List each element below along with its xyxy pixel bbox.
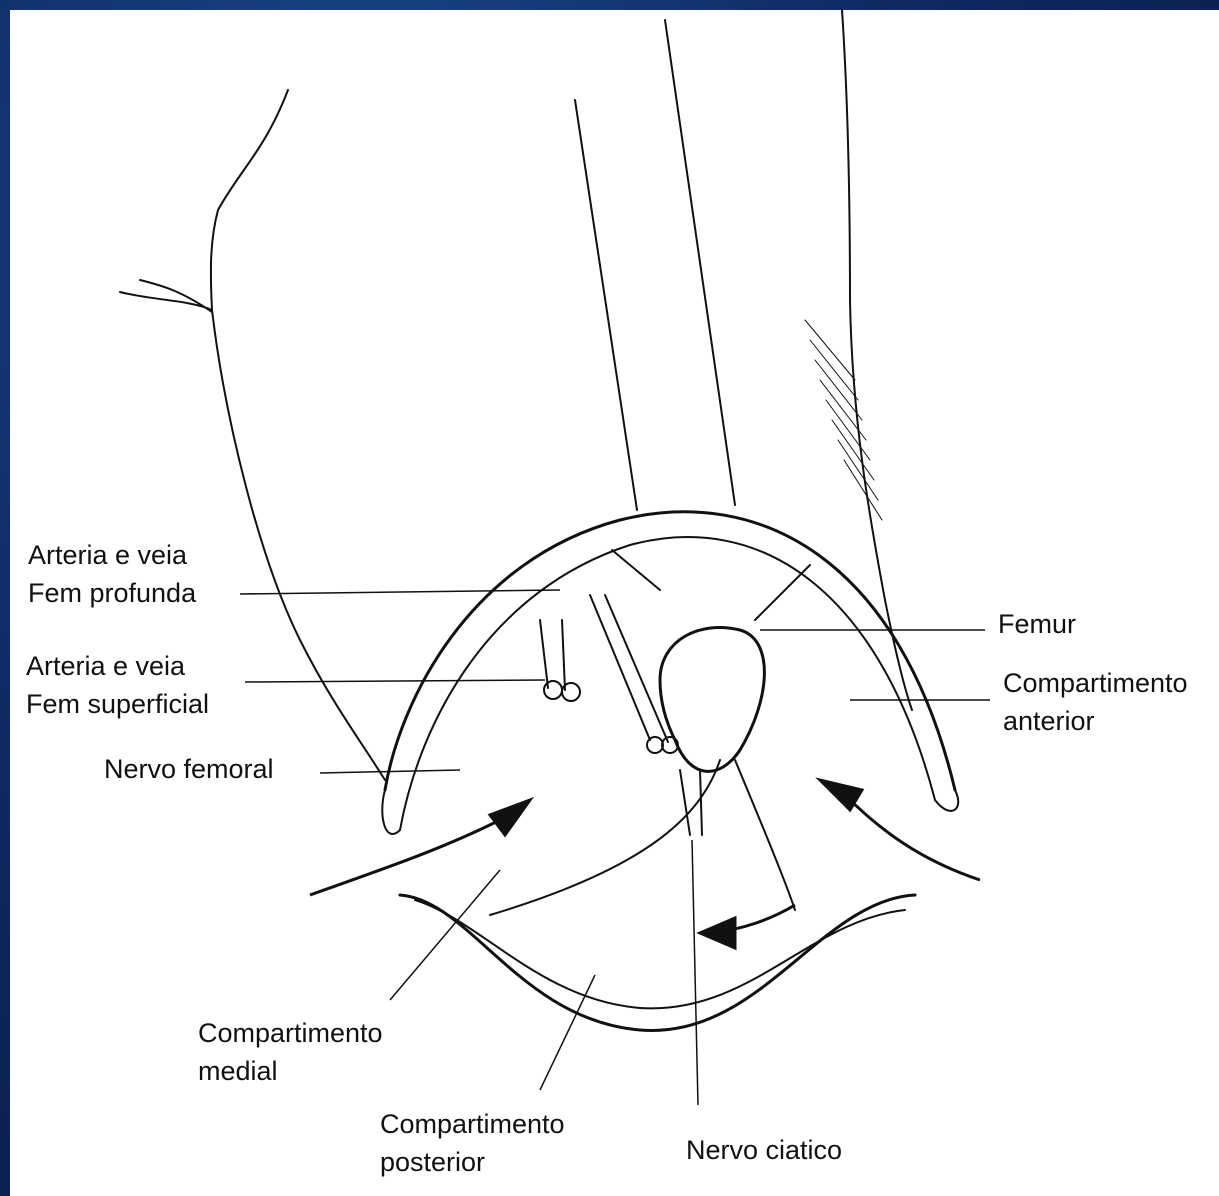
label-compartimento-posterior: Compartimento posterior [380,1105,565,1181]
fascia-posterior-inner [415,900,905,1008]
right-hatching [805,320,882,520]
femur-shaft-right [665,20,735,505]
label-nervo-ciatico: Nervo ciatico [686,1131,842,1169]
label-nervo-femoral: Nervo femoral [104,750,274,788]
thigh-left-outline [211,90,385,780]
label-arteria-fem-superficial: Arteria e veia Fem superficial [26,647,209,723]
sciatic-nerve [680,770,702,835]
label-compartimento-medial: Compartimento medial [198,1014,383,1090]
septum-1 [612,550,660,590]
fascia-posterior-outer [400,895,915,1031]
leader-nervo-ciatico [692,840,698,1105]
fascia-inner [400,537,935,830]
leader-fem-profunda [240,590,560,594]
label-compartimento-anterior: Compartimento anterior [1003,664,1188,740]
fascia-end-left [382,790,400,834]
leader-comp-medial [390,870,500,1000]
label-femur: Femur [998,605,1076,643]
thigh-right-outline [842,10,912,710]
septum-2 [755,565,810,620]
leader-comp-posterior [540,975,595,1090]
septum-posterior [490,760,795,915]
leader-fem-superficial [245,680,545,682]
femur-shaft-left [575,100,637,510]
hair-tuft [120,280,212,312]
label-arteria-fem-profunda: Arteria e veia Fem profunda [28,536,196,612]
fascia-end-right [935,790,958,811]
arrow-medial [310,820,500,895]
arrow-anterior [845,795,980,880]
